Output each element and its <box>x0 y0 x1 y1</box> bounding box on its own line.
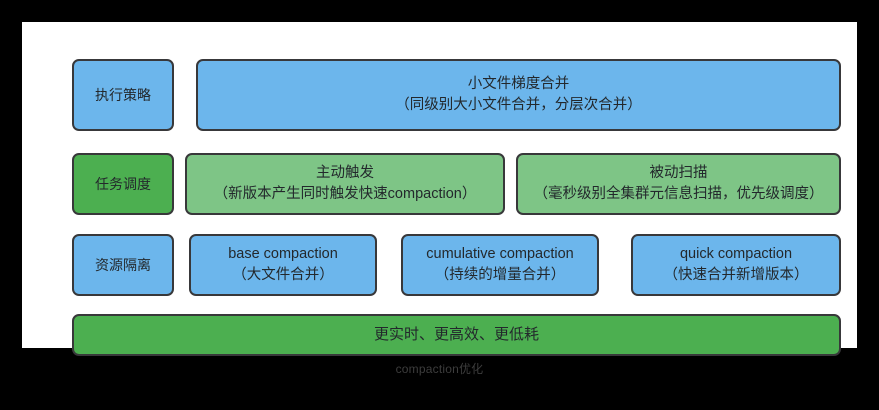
diagram-panel: 执行策略 小文件梯度合并 （同级别大小文件合并，分层次合并） 任务调度 主动触发… <box>22 22 857 356</box>
node-title: cumulative compaction <box>426 245 574 262</box>
node-subtitle: （快速合并新增版本） <box>663 267 809 283</box>
node-quick-compaction: quick compaction （快速合并新增版本） <box>631 234 841 296</box>
node-subtitle: （大文件合并） <box>232 267 334 283</box>
node-base-compaction: base compaction （大文件合并） <box>189 234 377 296</box>
node-subtitle: （新版本产生同时触发快速compaction） <box>213 186 477 202</box>
summary-banner-text: 更实时、更高效、更低耗 <box>373 326 539 344</box>
node-title: base compaction <box>228 245 338 262</box>
node-subtitle: （持续的增量合并） <box>434 267 566 283</box>
row-label-text: 任务调度 <box>95 175 151 192</box>
row-label-resource-isolation: 资源隔离 <box>72 234 174 296</box>
node-cumulative-compaction: cumulative compaction （持续的增量合并） <box>401 234 599 296</box>
node-passive-scan: 被动扫描 （毫秒级别全集群元信息扫描，优先级调度） <box>516 153 841 215</box>
node-subtitle: （毫秒级别全集群元信息扫描，优先级调度） <box>533 186 824 202</box>
summary-banner: 更实时、更高效、更低耗 <box>72 314 841 356</box>
node-title: 主动触发 <box>316 164 374 181</box>
row-label-execution-strategy: 执行策略 <box>72 59 174 131</box>
node-title: quick compaction <box>679 245 793 262</box>
node-title: 小文件梯度合并 <box>467 75 570 92</box>
diagram-caption: compaction优化 <box>395 362 484 376</box>
node-subtitle: （同级别大小文件合并，分层次合并） <box>395 97 642 113</box>
row-label-task-scheduling: 任务调度 <box>72 153 174 215</box>
node-small-file-gradient-merge: 小文件梯度合并 （同级别大小文件合并，分层次合并） <box>196 59 841 131</box>
node-active-trigger: 主动触发 （新版本产生同时触发快速compaction） <box>185 153 505 215</box>
row-label-text: 执行策略 <box>95 86 151 103</box>
row-label-text: 资源隔离 <box>95 256 151 273</box>
node-title: 被动扫描 <box>649 164 708 181</box>
